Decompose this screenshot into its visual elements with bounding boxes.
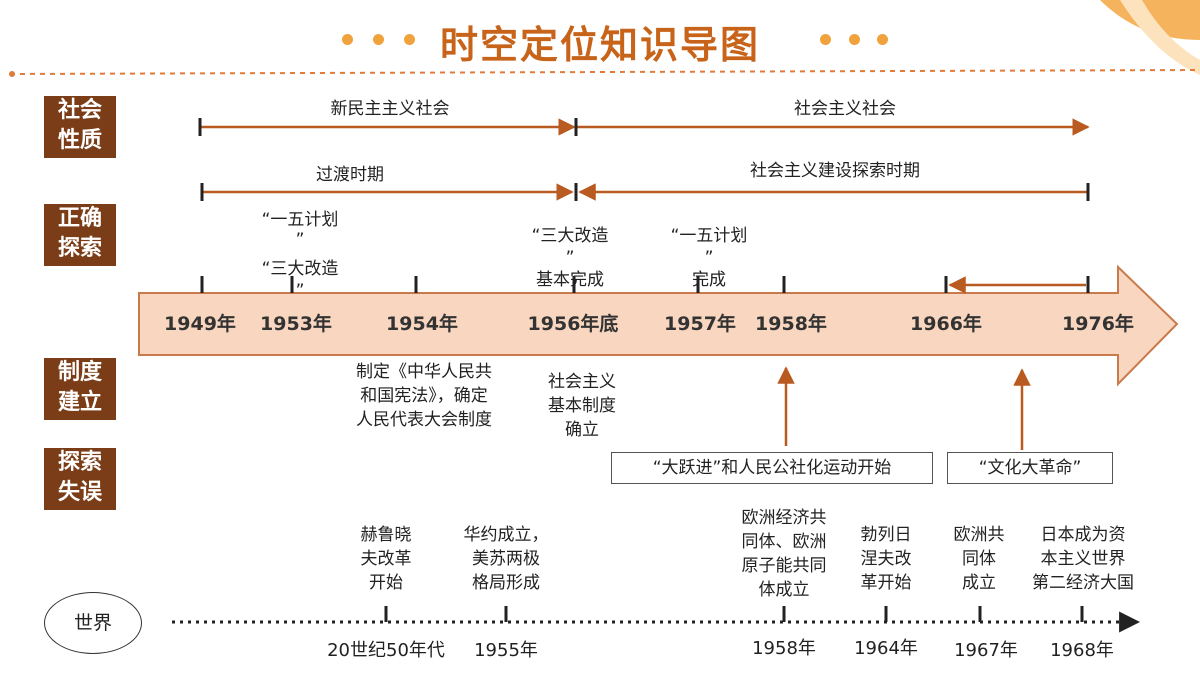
title-dot: [849, 34, 860, 45]
mistake-cultural-revolution: “文化大革命”: [947, 452, 1113, 484]
category-system: 制度 建立: [44, 358, 116, 420]
period-new-democracy: 新民主主义社会: [330, 99, 450, 119]
world-year: 20世纪50年代: [327, 640, 445, 661]
world-event: 华约成立， 美苏两极 格局形成: [463, 525, 549, 593]
world-event: 欧洲经济共 同体、欧洲 原子能共同 体成立: [741, 508, 827, 600]
system-constitution: 制定《中华人民共 和国宪法》，确定 人民代表大会制度: [356, 362, 492, 430]
category-exploration: 正确 探索: [44, 204, 116, 266]
year-1956: 1956年底: [527, 313, 619, 335]
title-dot: [820, 34, 831, 45]
world-year: 1964年: [854, 638, 918, 659]
year-1949: 1949年: [164, 313, 236, 335]
corner-decoration: [1100, 0, 1200, 75]
period-construction: 社会主义建设探索时期: [750, 161, 920, 181]
page-title: 时空定位知识导图: [439, 23, 760, 67]
period-transition: 过渡时期: [316, 165, 384, 185]
year-1953: 1953年: [260, 313, 332, 335]
main-timeline-arrow: [138, 264, 1179, 387]
world-event: 欧洲共 同体 成立: [953, 525, 1005, 593]
year-1958: 1958年: [755, 313, 827, 335]
period-socialism: 社会主义社会: [794, 99, 896, 119]
exploration-three-reforms-done: “三大改造 ” 基本完成: [531, 226, 609, 290]
world-year: 1967年: [954, 640, 1018, 661]
category-world: 世界: [44, 592, 142, 654]
world-year: 1955年: [474, 640, 538, 661]
category-society: 社会 性质: [44, 96, 116, 158]
year-1954: 1954年: [386, 313, 458, 335]
exploration-three-reforms: “三大改造 ”: [261, 259, 339, 301]
title-dot: [877, 34, 888, 45]
year-1976: 1976年: [1062, 313, 1134, 335]
year-1966: 1966年: [910, 313, 982, 335]
system-socialist-basic: 社会主义 基本制度 确立: [548, 372, 616, 440]
world-event: 日本成为资 本主义世界 第二经济大国: [1032, 525, 1134, 593]
world-year: 1968年: [1050, 640, 1114, 661]
exploration-five-year-done: “一五计划 ” 完成: [670, 226, 748, 290]
world-year: 1958年: [752, 638, 816, 659]
title-dot: [404, 34, 415, 45]
title-dot: [342, 34, 353, 45]
world-event: 赫鲁晓 夫改革 开始: [360, 525, 412, 593]
header-dashed-line: [9, 69, 1200, 75]
title-dot: [373, 34, 384, 45]
year-1957: 1957年: [664, 313, 736, 335]
exploration-five-year-plan: “一五计划 ”: [261, 210, 339, 250]
category-mistakes: 探索 失误: [44, 448, 116, 510]
world-event: 勃列日 涅夫改 革开始: [860, 525, 912, 593]
mistake-great-leap: “大跃进”和人民公社化运动开始: [611, 452, 933, 484]
